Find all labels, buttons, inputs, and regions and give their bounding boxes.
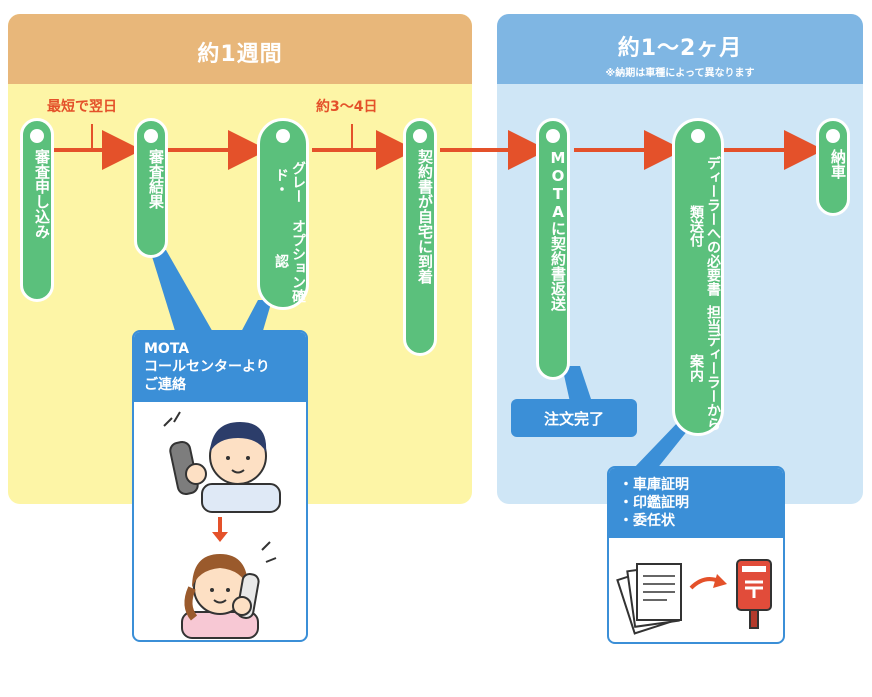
step-dot-icon — [691, 129, 705, 143]
step-label-group: ディーラーへの必要書類送付 担当ディーラーから案内 — [675, 149, 721, 433]
order-complete-badge: 注文完了 — [511, 399, 637, 437]
mota-callout-line2: コールセンターより — [144, 359, 270, 375]
step-label: MOTAに契約書返送 — [549, 149, 567, 311]
step-dot-icon — [144, 129, 158, 143]
step-dealer-documents: ディーラーへの必要書類送付 担当ディーラーから案内 — [672, 118, 724, 436]
operator-on-phone-icon — [163, 411, 281, 513]
step-label: 契約書が自宅に到着 — [416, 149, 434, 284]
documents-item: ・委任状 — [619, 513, 675, 529]
mota-callout-line1: MOTA — [144, 341, 190, 357]
step-delivery: 納車 — [816, 118, 850, 216]
documents-item: ・車庫証明 — [619, 477, 689, 493]
step-label-col1: ディーラーへの必要書類送付 — [688, 155, 721, 296]
phase-month-header: 約1～2ヶ月 ※納期は車種によって異なります — [497, 14, 863, 84]
timing-three-four-days: 約3～4日 — [316, 99, 378, 115]
step-contract-arrival: 契約書が自宅に到着 — [403, 118, 437, 356]
step-label: 審査申し込み — [33, 149, 51, 239]
documents-callout: ・車庫証明 ・印鑑証明 ・委任状 — [607, 466, 785, 644]
timing-ticks — [91, 124, 353, 150]
documents-illustration — [616, 559, 772, 635]
documents-list: ・車庫証明 ・印鑑証明 ・委任状 — [619, 476, 773, 530]
step-grade-option: グレード・ オプション確認 — [257, 118, 309, 310]
callout-tails — [150, 250, 696, 470]
documents-callout-header: ・車庫証明 ・印鑑証明 ・委任状 — [609, 468, 783, 538]
timing-next-day: 最短で翌日 — [47, 99, 117, 115]
mota-callout-line3: ご連絡 — [144, 377, 186, 393]
step-dot-icon — [826, 129, 840, 143]
step-application: 審査申し込み — [20, 118, 54, 302]
step-dot-icon — [413, 129, 427, 143]
mota-callout-header: MOTA コールセンターより ご連絡 — [134, 332, 306, 402]
phase-week-header: 約1週間 — [8, 14, 472, 84]
mailbox-icon — [736, 559, 772, 629]
step-dot-icon — [546, 129, 560, 143]
phase-month-title: 約1～2ヶ月 — [617, 36, 743, 61]
documents-icon — [616, 563, 682, 635]
step-dot-icon — [30, 129, 44, 143]
step-dot-icon — [276, 129, 290, 143]
phase-week-title: 約1週間 — [197, 42, 283, 67]
mota-callout: MOTA コールセンターより ご連絡 — [132, 330, 308, 642]
documents-item: ・印鑑証明 — [619, 495, 689, 511]
phase-month-note: ※納期は車種によって異なります — [605, 68, 755, 79]
step-label: 審査結果 — [147, 149, 165, 209]
step-label-group: グレード・ オプション確認 — [260, 149, 306, 307]
phone-illustration — [163, 411, 281, 639]
customer-on-phone-icon — [181, 541, 277, 639]
step-review-result: 審査結果 — [134, 118, 168, 258]
step-return-contract: MOTAに契約書返送 — [536, 118, 570, 380]
step-label-col2: オプション確認 — [273, 218, 306, 303]
step-label: 納車 — [829, 149, 847, 179]
step-label-col2: 担当ディーラーから案内 — [688, 304, 721, 431]
step-label-col1: グレード・ — [273, 160, 306, 203]
